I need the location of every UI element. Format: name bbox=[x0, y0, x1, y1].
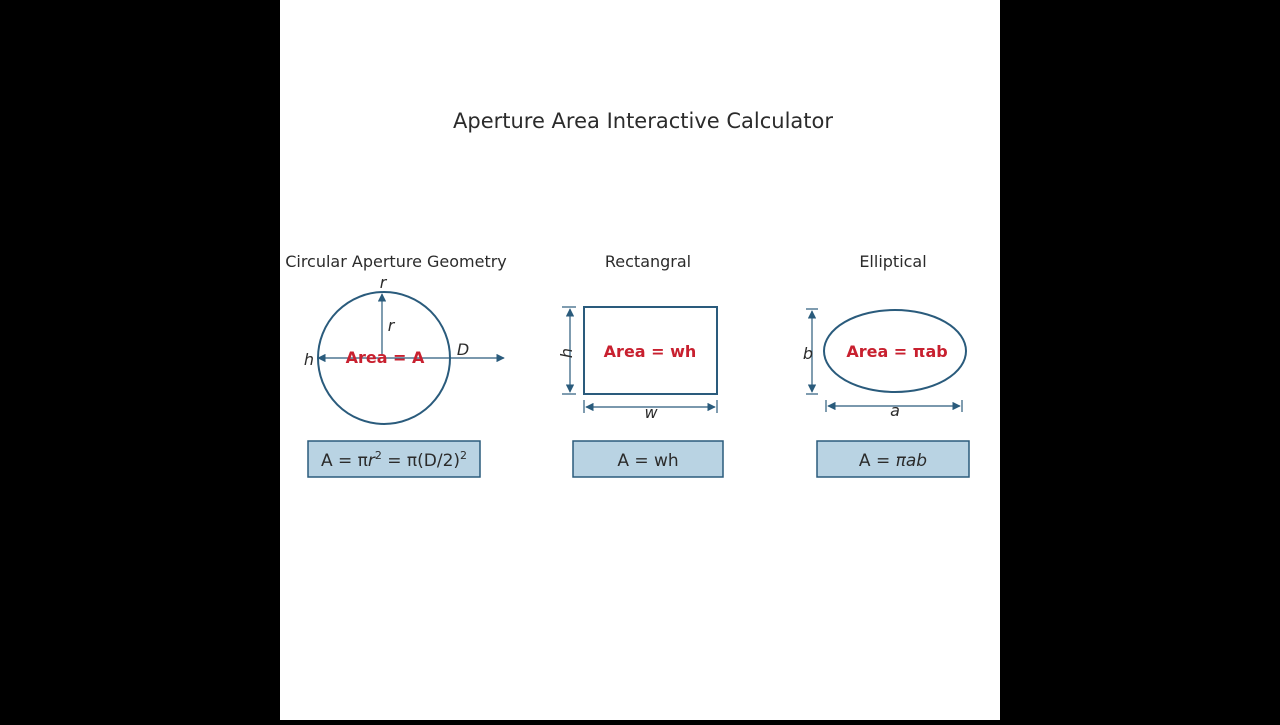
slide-panel: Aperture Area Interactive Calculator Cir… bbox=[280, 0, 1000, 720]
circle-formula-part-a: A = π bbox=[321, 451, 368, 471]
rect-h-label: h bbox=[557, 348, 576, 358]
ellipse-formula-part-a: A = bbox=[859, 451, 896, 471]
h-label: h bbox=[304, 350, 314, 369]
ellipse-formula: A = πab bbox=[859, 451, 927, 471]
ellipse-formula-box bbox=[816, 440, 970, 478]
rect-w-label: w bbox=[644, 403, 658, 422]
circle-area-label: Area = A bbox=[346, 348, 425, 367]
rectangular-heading: Rectangral bbox=[605, 252, 691, 271]
rectangle-aperture bbox=[583, 306, 718, 395]
rect-area-label: Area = wh bbox=[604, 342, 697, 361]
elliptical-heading: Elliptical bbox=[859, 252, 926, 271]
circle-formula-exp-2: 2 bbox=[460, 449, 467, 462]
ellipse-area-label: Area = πab bbox=[846, 342, 947, 361]
circle-formula-exp-1: 2 bbox=[375, 449, 382, 462]
ellipse-aperture bbox=[823, 309, 967, 393]
aperture-diagram: Aperture Area Interactive Calculator Cir… bbox=[285, 109, 970, 478]
rect-formula-box bbox=[572, 440, 724, 478]
rect-formula: A = wh bbox=[617, 451, 678, 471]
circular-section: Circular Aperture Geometry r r h D Area … bbox=[285, 252, 507, 478]
circle-formula-part-d: = π(D/2) bbox=[382, 451, 460, 471]
ellipse-b-label: b bbox=[803, 344, 813, 363]
circle-formula-box bbox=[307, 440, 481, 478]
diameter-label: D bbox=[457, 340, 469, 359]
ellipse-a-label: a bbox=[890, 401, 900, 420]
circular-heading: Circular Aperture Geometry bbox=[285, 252, 507, 271]
page-title: Aperture Area Interactive Calculator bbox=[453, 109, 833, 133]
rectangular-section: Rectangral h w Area = wh A = wh bbox=[557, 252, 724, 478]
radius-label-top: r bbox=[380, 273, 388, 292]
radius-label-inner: r bbox=[388, 316, 396, 335]
circle-formula: A = πr2 = π(D/2)2 bbox=[321, 449, 467, 471]
elliptical-section: Elliptical b a Area = πab A = πab bbox=[803, 252, 970, 478]
circle-formula-part-b: r bbox=[368, 451, 376, 471]
ellipse-formula-part-b: πab bbox=[896, 451, 927, 471]
